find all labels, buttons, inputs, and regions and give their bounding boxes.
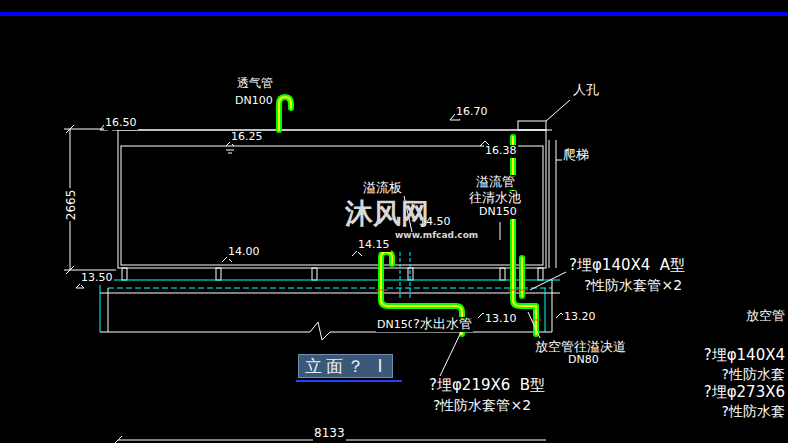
drawing-annotation: ?水出水管: [412, 317, 473, 332]
drawing-annotation: 16.38: [484, 145, 518, 158]
drawing-annotation: 透气管: [236, 77, 274, 91]
drawing-annotation: 16.50: [104, 117, 138, 130]
drawing-annotation: 放空管: [745, 309, 786, 324]
drawing-annotation: DN150: [376, 319, 416, 332]
drawing-annotation: 13.20: [563, 311, 597, 324]
drawing-annotation: ?埋φ273X6: [703, 384, 786, 401]
drawing-annotation: 爬梯: [562, 148, 590, 163]
drawing-annotation: ?性防水套: [721, 403, 786, 419]
drawing-annotation: ?性防水套: [721, 366, 786, 382]
watermark: 沐风网: [344, 198, 430, 230]
watermark: www.mfcad.com: [394, 230, 479, 240]
drawing-annotation: ?性防水套管×2: [432, 397, 532, 413]
drawing-annotation: 溢流板: [362, 181, 403, 196]
drawing-annotation: 16.25: [230, 131, 264, 144]
drawing-annotation: 16.70: [455, 106, 489, 119]
drawing-annotation: 往清水池: [468, 191, 522, 206]
view-title-box: 立面？ I: [298, 354, 393, 378]
drawing-annotation: ?埋φ219X6 B型: [428, 377, 546, 394]
drawing-annotation: 8133: [313, 427, 346, 441]
drawing-annotation: 2665: [65, 189, 79, 222]
drawing-annotation: 溢流管: [475, 175, 516, 190]
drawing-annotation: DN80: [567, 354, 600, 367]
drawing-annotation: 14.00: [227, 246, 261, 259]
drawing-annotation: 人孔: [572, 83, 600, 98]
drawing-annotation: 放空管往溢决道: [534, 340, 627, 355]
drawing-annotation: ?埋φ140X4: [703, 347, 786, 364]
drawing-annotation: 14.15: [357, 239, 391, 252]
drawing-annotation: ?埋φ140X4 A型: [568, 257, 686, 274]
drawing-annotation: 13.50: [80, 272, 114, 285]
drawing-annotation: DN150: [478, 206, 518, 219]
drawing-annotation: 13.10: [484, 313, 518, 326]
view-title: 立面？ I: [305, 356, 386, 376]
drawing-annotation: DN100: [234, 95, 274, 108]
drawing-annotation: ?性防水套管×2: [583, 277, 683, 293]
